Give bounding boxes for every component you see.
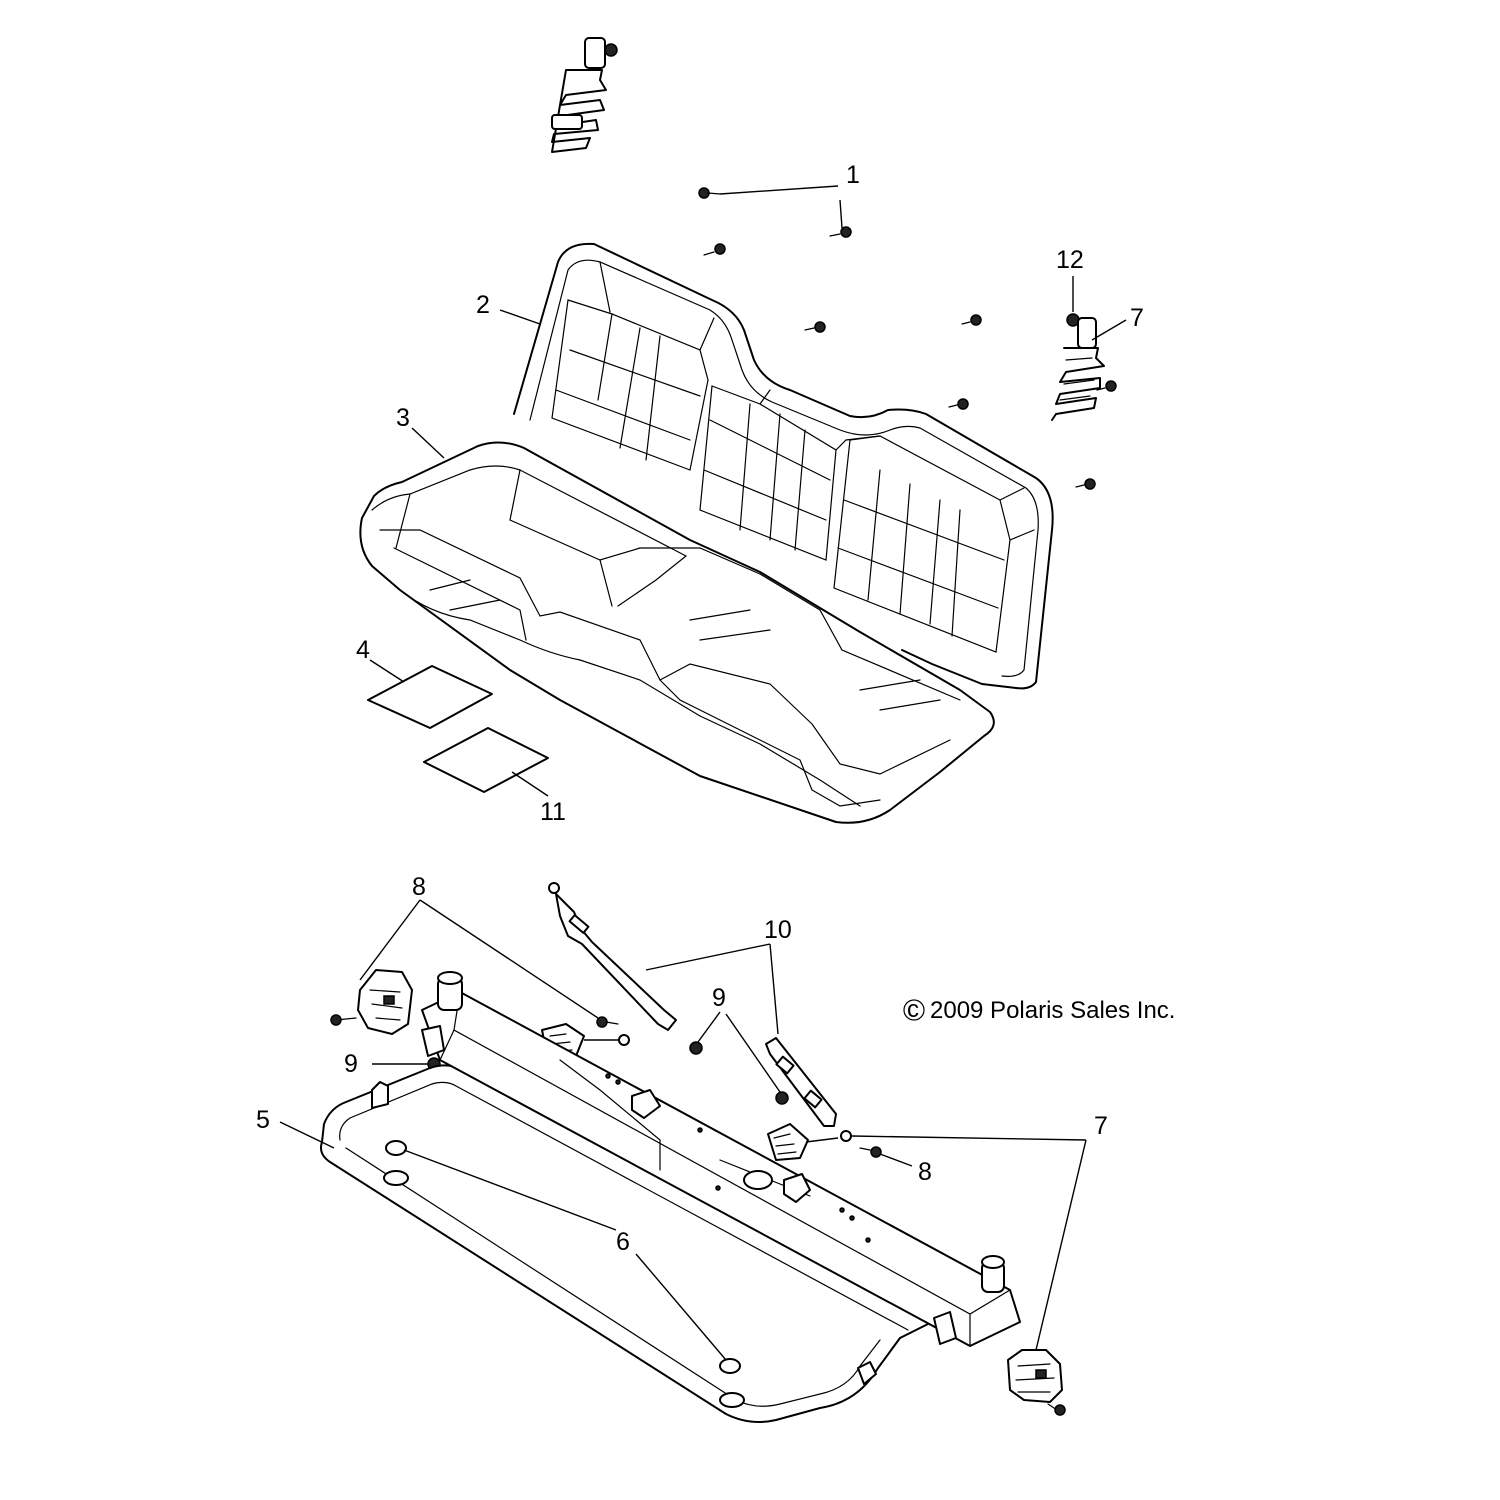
screw — [1096, 380, 1117, 392]
seat-belt-right — [765, 1037, 852, 1161]
spring-top — [551, 37, 618, 153]
callout-12: 12 — [1056, 246, 1084, 274]
callout-10: 10 — [764, 916, 792, 944]
callout-7-bottom: 7 — [1094, 1112, 1108, 1140]
label-sheet-4 — [367, 665, 493, 729]
screw — [829, 226, 852, 238]
screw — [961, 314, 982, 326]
cross-beam — [421, 971, 1021, 1347]
retractor-left — [330, 969, 413, 1035]
screw — [859, 1146, 882, 1158]
callout-4: 4 — [356, 636, 370, 664]
copyright-notice: c 2009 Polaris Sales Inc. — [903, 996, 1175, 1024]
callout-6: 6 — [616, 1228, 630, 1256]
seat-back — [513, 242, 1054, 690]
callout-9-left: 9 — [344, 1050, 358, 1078]
callout-1: 1 — [846, 161, 860, 189]
screw — [596, 1016, 619, 1028]
callout-11: 11 — [540, 798, 566, 826]
callouts: 1 2 3 4 5 6 7 7 8 8 9 9 10 11 12 — [256, 161, 1144, 1256]
copyright-text: 2009 Polaris Sales Inc. — [930, 997, 1175, 1024]
callout-8-bottom: 8 — [918, 1158, 932, 1186]
callout-5: 5 — [256, 1106, 270, 1134]
callout-3: 3 — [396, 404, 410, 432]
screw — [804, 321, 826, 333]
screw — [698, 187, 721, 199]
callout-7-top: 7 — [1130, 304, 1144, 332]
leader-lines — [279, 185, 1127, 1361]
seat-belt-left — [541, 882, 677, 1061]
spring-right — [1051, 313, 1105, 421]
retractor-right — [1007, 1349, 1066, 1416]
copyright-symbol-letter: c — [907, 996, 919, 1023]
screw — [948, 398, 969, 410]
label-sheet-11 — [423, 727, 549, 793]
callout-8-top: 8 — [412, 873, 426, 901]
screw — [1075, 478, 1096, 490]
seat-bottom — [359, 441, 995, 824]
callout-9-top: 9 — [712, 984, 726, 1012]
screw — [703, 243, 726, 256]
screws-upper — [698, 187, 1117, 490]
callout-2: 2 — [476, 291, 490, 319]
seat-base-frame — [320, 1064, 933, 1423]
nut — [775, 1091, 789, 1105]
copyright-symbol-icon — [903, 999, 925, 1021]
nut — [689, 1041, 703, 1055]
screws-lower — [427, 1016, 882, 1158]
